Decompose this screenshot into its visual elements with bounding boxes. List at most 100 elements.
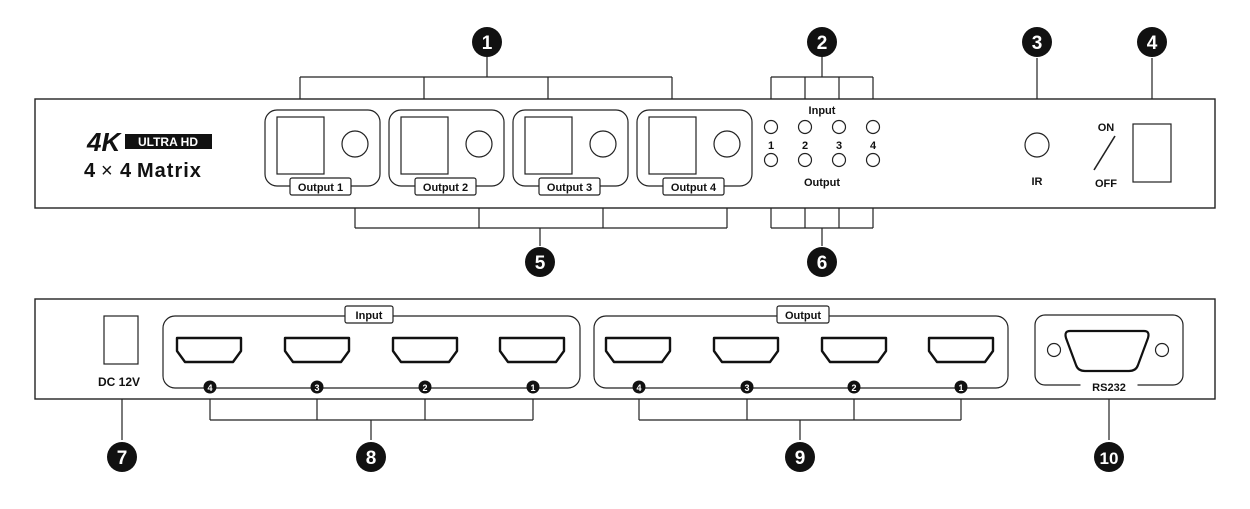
- rs232-label: RS232: [1092, 382, 1126, 394]
- callout-7-number: 7: [117, 448, 128, 469]
- callout-3: 3: [1022, 27, 1052, 57]
- output-4-select-button[interactable]: [648, 116, 697, 175]
- callout-5: 5: [525, 247, 555, 277]
- led-output-4: [865, 152, 881, 168]
- dc-label: DC 12V: [98, 375, 140, 389]
- output-2-select-button[interactable]: [400, 116, 449, 175]
- dc-power-jack[interactable]: [103, 315, 139, 365]
- logo-4k-text: 4K: [86, 127, 122, 157]
- led-output-title: Output: [804, 177, 840, 189]
- input-port-2-number: 2: [422, 383, 427, 393]
- led-input-1: [763, 119, 779, 135]
- output-port-3-marker: [740, 380, 754, 394]
- hdmi-input-port-4[interactable]: [175, 336, 243, 364]
- led-input-3: [831, 119, 847, 135]
- output-group-label: Output: [785, 310, 821, 322]
- callout-1-number: 1: [482, 33, 493, 54]
- led-input-2: [797, 119, 813, 135]
- input-port-1-number: 1: [530, 383, 535, 393]
- callout-4-number: 4: [1147, 33, 1158, 54]
- output-3-label: Output 3: [547, 182, 592, 194]
- switch-slash: [1093, 135, 1116, 171]
- input-port-3-number: 3: [314, 383, 319, 393]
- output-port-2-marker: [847, 380, 861, 394]
- input-port-3-marker: [310, 380, 324, 394]
- db9-connector[interactable]: [1064, 329, 1150, 373]
- model-word: Matrix: [137, 160, 202, 182]
- led-output-1: [763, 152, 779, 168]
- callout-10: 10: [1094, 442, 1124, 472]
- led-indicator-group: Input Output 1 2 3 4: [763, 105, 881, 189]
- callout-2-number: 2: [817, 33, 828, 54]
- callout-5-number: 5: [535, 253, 546, 274]
- input-port-4-number: 4: [207, 383, 212, 393]
- led-output-2: [797, 152, 813, 168]
- output-selector-1[interactable]: Output 1: [264, 109, 381, 196]
- output-port-4-number: 4: [636, 383, 641, 393]
- model-times-sign: ×: [101, 160, 113, 182]
- switch-off-label: OFF: [1095, 178, 1117, 190]
- ir-receiver: [1024, 132, 1050, 158]
- led-input-4: [865, 119, 881, 135]
- callout-lines: [121, 56, 1153, 440]
- callout-2: 2: [807, 27, 837, 57]
- output-port-1-marker: [954, 380, 968, 394]
- callout-6-number: 6: [817, 253, 828, 274]
- hdmi-output-port-4[interactable]: [604, 336, 672, 364]
- switch-on-label: ON: [1098, 122, 1115, 134]
- callout-1: 1: [472, 27, 502, 57]
- rs232-screw-left: [1046, 342, 1062, 358]
- output-port-3-number: 3: [744, 383, 749, 393]
- power-switch[interactable]: [1132, 123, 1172, 183]
- output-2-label: Output 2: [423, 182, 468, 194]
- led-number-3: 3: [836, 140, 842, 152]
- output-3-select-button[interactable]: [524, 116, 573, 175]
- brand-logo: 4K ULTRA HD: [86, 127, 212, 157]
- output-4-label: Output 4: [671, 182, 717, 194]
- callout-8-number: 8: [366, 448, 377, 469]
- output-1-indicator-led: [341, 130, 369, 158]
- hdmi-output-port-2[interactable]: [820, 336, 888, 364]
- callout-3-number: 3: [1032, 33, 1043, 54]
- output-1-select-button[interactable]: [276, 116, 325, 175]
- led-number-2: 2: [802, 140, 808, 152]
- callout-8: 8: [356, 442, 386, 472]
- hdmi-input-port-2[interactable]: [391, 336, 459, 364]
- output-4-indicator-led: [713, 130, 741, 158]
- hdmi-output-port-3[interactable]: [712, 336, 780, 364]
- front-panel: [34, 98, 1216, 209]
- hdmi-input-port-1[interactable]: [498, 336, 566, 364]
- input-group-label: Input: [356, 310, 383, 322]
- led-number-4: 4: [870, 140, 877, 152]
- callout-9-number: 9: [795, 448, 806, 469]
- logo-ultra-hd-text: ULTRA HD: [138, 135, 198, 149]
- callout-6: 6: [807, 247, 837, 277]
- callout-9: 9: [785, 442, 815, 472]
- output-port-2-number: 2: [851, 383, 856, 393]
- hdmi-output-port-1[interactable]: [927, 336, 995, 364]
- model-name: 4 × 4 Matrix: [84, 160, 202, 182]
- callout-10-number: 10: [1100, 449, 1119, 468]
- input-port-1-marker: [526, 380, 540, 394]
- led-output-3: [831, 152, 847, 168]
- output-port-1-number: 1: [958, 383, 963, 393]
- output-selector-2[interactable]: Output 2: [388, 109, 505, 196]
- model-digit-a: 4: [84, 160, 96, 182]
- callout-4: 4: [1137, 27, 1167, 57]
- hdmi-input-port-3[interactable]: [283, 336, 351, 364]
- rs232-screw-right: [1154, 342, 1170, 358]
- callout-7: 7: [107, 442, 137, 472]
- model-digit-b: 4: [120, 160, 132, 182]
- ir-label: IR: [1032, 176, 1043, 188]
- led-number-1: 1: [768, 140, 774, 152]
- input-port-4-marker: [203, 380, 217, 394]
- output-selector-4[interactable]: Output 4: [636, 109, 753, 196]
- output-2-indicator-led: [465, 130, 493, 158]
- logo-ultra-hd-badge: [125, 134, 212, 149]
- input-port-2-marker: [418, 380, 432, 394]
- output-port-4-marker: [632, 380, 646, 394]
- output-selector-3[interactable]: Output 3: [512, 109, 629, 196]
- output-3-indicator-led: [589, 130, 617, 158]
- output-1-label: Output 1: [298, 182, 343, 194]
